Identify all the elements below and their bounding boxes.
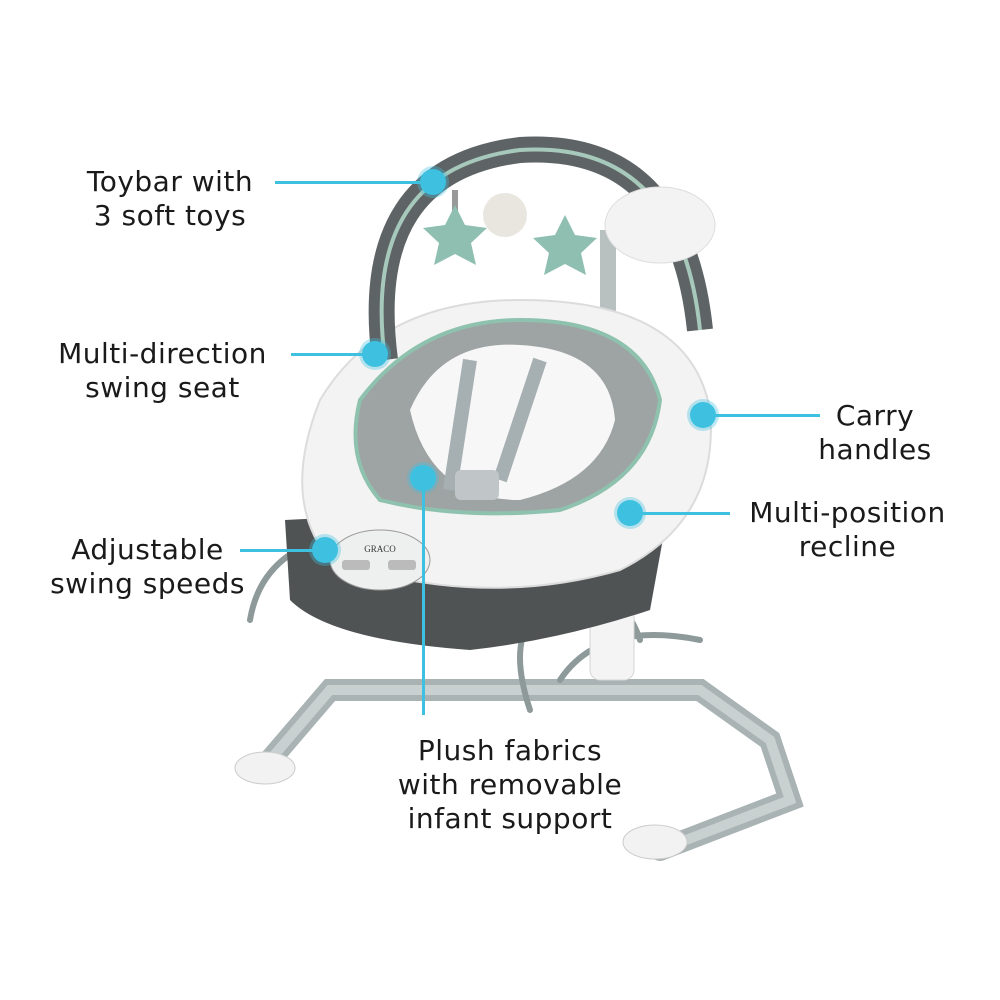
speed-button-left <box>342 560 370 570</box>
label-line: infant support <box>407 802 613 835</box>
label-line: recline <box>798 530 897 563</box>
callout-label-recline: Multi-position recline <box>740 496 955 564</box>
speed-button-right <box>388 560 416 570</box>
callout-label-plush-fabrics: Plush fabrics with removable infant supp… <box>385 734 635 836</box>
callout-label-carry-handles: Carry handles <box>810 399 940 467</box>
label-line: Multi-direction <box>58 337 267 370</box>
callout-line-plush-fabrics <box>422 478 425 715</box>
label-line: swing seat <box>85 371 240 404</box>
callout-dot-toybar <box>420 169 446 195</box>
callout-dot-plush-fabrics <box>410 465 436 491</box>
buckle <box>455 470 499 500</box>
callout-label-toybar: Toybar with 3 soft toys <box>70 165 270 233</box>
callout-dot-carry-handles <box>690 402 716 428</box>
callout-dot-swing-seat <box>362 341 388 367</box>
callout-line-swing-speeds <box>240 549 325 552</box>
label-line: Toybar with <box>86 165 254 198</box>
label-line: Carry <box>835 399 915 432</box>
callout-line-toybar <box>275 181 433 184</box>
foot-left <box>234 751 296 785</box>
label-line: Multi-position <box>749 496 946 529</box>
label-line: handles <box>818 433 932 466</box>
star-toy-left <box>423 205 487 265</box>
graco-logo: GRACO <box>364 544 396 554</box>
callout-line-swing-seat <box>291 353 375 356</box>
label-line: with removable <box>397 768 623 801</box>
callout-label-swing-seat: Multi-direction swing seat <box>40 337 285 405</box>
label-line: Adjustable <box>71 533 224 566</box>
moon-toy <box>483 193 527 237</box>
callout-line-carry-handles <box>703 414 820 417</box>
callout-dot-recline <box>617 500 643 526</box>
label-line: swing speeds <box>50 567 245 600</box>
star-toy-right <box>533 215 597 275</box>
label-line: Plush fabrics <box>417 734 603 767</box>
callout-dot-swing-speeds <box>312 537 338 563</box>
harness <box>443 357 547 492</box>
foot-right <box>622 824 688 860</box>
label-line: 3 soft toys <box>93 199 247 232</box>
mobile-dome <box>604 186 716 264</box>
callout-line-recline <box>630 512 730 515</box>
callout-label-swing-speeds: Adjustable swing speeds <box>40 533 255 601</box>
